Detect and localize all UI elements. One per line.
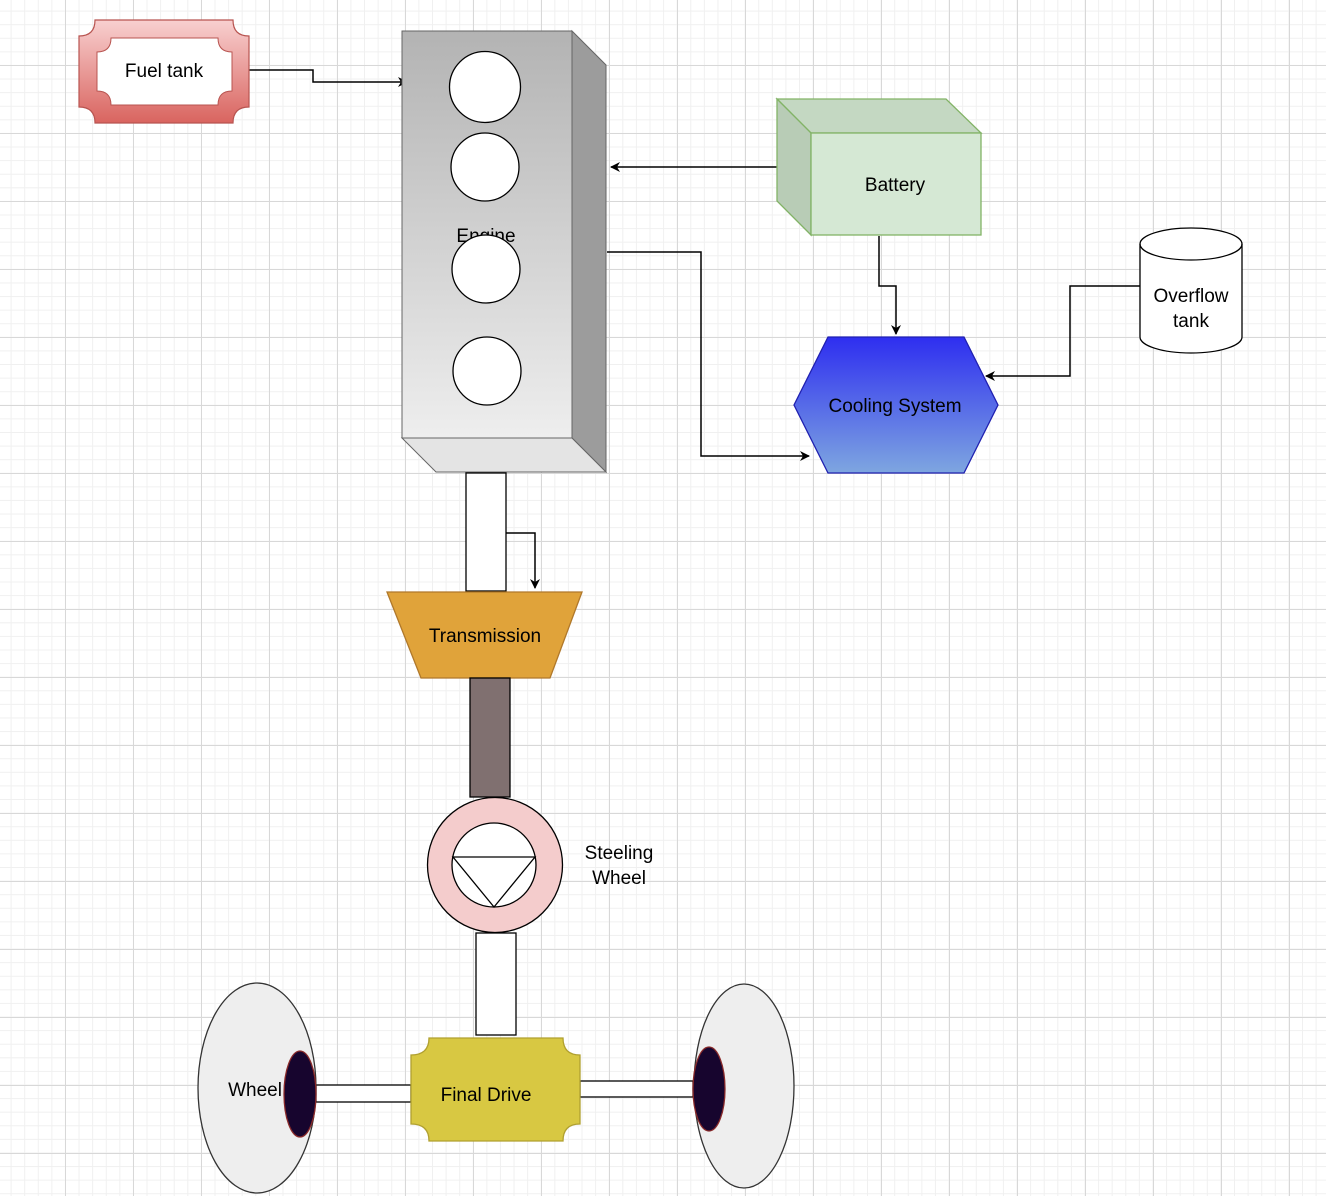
right-wheel-hub (692, 1046, 726, 1132)
overflow-tank-rim (1139, 243, 1243, 261)
cooling-system-node[interactable]: Cooling System (793, 336, 999, 474)
right-wheel-node[interactable] (692, 983, 795, 1189)
battery-node[interactable]: Battery (775, 97, 983, 237)
engine-node[interactable]: Engine (400, 29, 608, 474)
transmission-node[interactable]: Transmission (386, 591, 583, 679)
cylinder-circle (450, 132, 520, 202)
connectors (224, 69, 1140, 589)
steering-wheel-node[interactable]: Steeling Wheel (426, 796, 654, 934)
steering-wheel-label-line1: Steeling (585, 843, 654, 864)
battery-front-face (810, 132, 982, 236)
fuel-tank-node[interactable]: Fuel tank (78, 19, 250, 124)
fuel-tank-label: Fuel tank (125, 61, 204, 82)
overflow-tank-label-line2: tank (1173, 311, 1209, 332)
overflow-to-cooling-connector[interactable] (985, 285, 1140, 381)
steering-wheel-triangle-icon (451, 856, 537, 909)
cylinder-circle (451, 234, 521, 304)
cylinder-circle (452, 336, 522, 406)
fuel-to-engine-connector[interactable] (224, 69, 408, 87)
battery-label: Battery (865, 175, 926, 196)
engine-output-shaft[interactable] (465, 472, 507, 592)
left-axle[interactable] (315, 1084, 412, 1103)
final-drive-node[interactable]: Final Drive (410, 1037, 581, 1142)
overflow-tank-body (1139, 227, 1243, 354)
overflow-tank-node[interactable]: Overflow tank (1139, 227, 1243, 354)
shaft-to-transmission-connector[interactable] (506, 532, 540, 589)
battery-top-face (775, 98, 983, 134)
overflow-tank-label-line1: Overflow (1154, 286, 1229, 307)
left-wheel-hub (283, 1050, 317, 1138)
cooling-system-label: Cooling System (828, 396, 961, 417)
transmission-trapezoid (386, 591, 583, 679)
cylinder-circle (448, 50, 522, 124)
engine-bottom-face (400, 437, 608, 473)
right-axle[interactable] (579, 1080, 694, 1098)
fuel-tank-inner-shape (96, 37, 233, 106)
final-drive-label: Final Drive (441, 1085, 532, 1106)
steering-wheel-label-line2: Wheel (592, 868, 646, 889)
final-drive-shape (410, 1037, 581, 1142)
left-wheel-node[interactable]: Wheel (197, 982, 317, 1194)
steering-column-shaft[interactable] (475, 932, 517, 1036)
battery-to-cooling-connector[interactable] (878, 236, 901, 335)
transmission-label: Transmission (429, 626, 541, 647)
transmission-output-shaft[interactable] (469, 677, 511, 798)
left-wheel-label: Wheel (228, 1080, 282, 1101)
engine-to-cooling-connector[interactable] (607, 251, 810, 461)
engine-side-face (571, 29, 607, 474)
cooling-system-hexagon (793, 336, 999, 474)
